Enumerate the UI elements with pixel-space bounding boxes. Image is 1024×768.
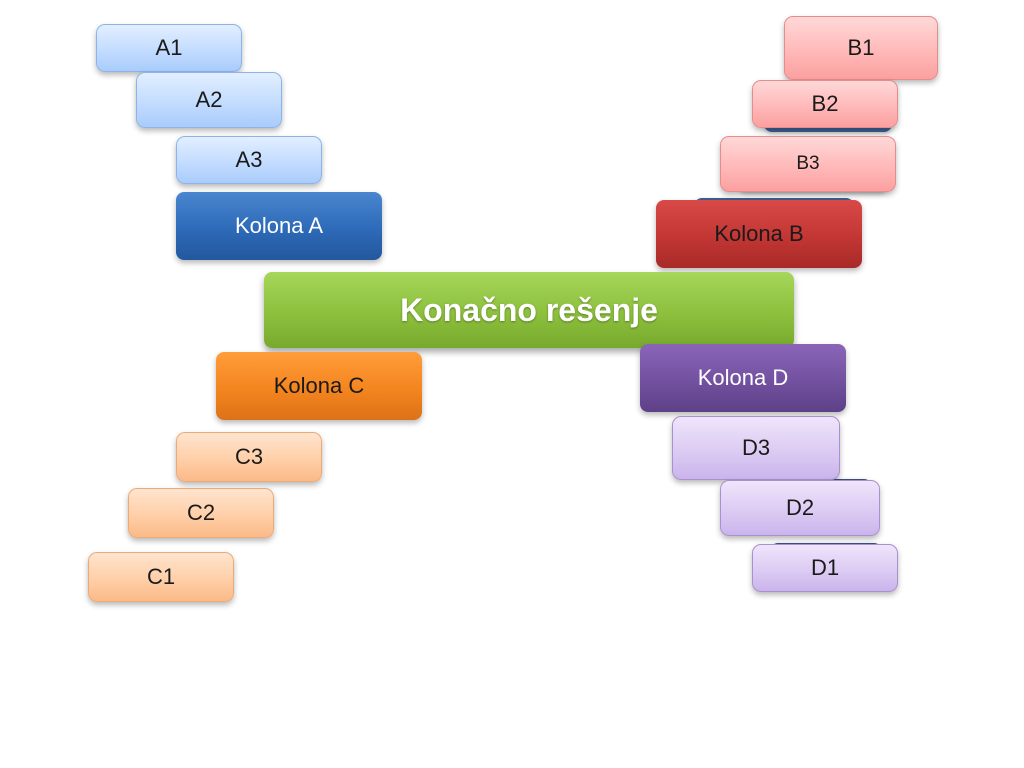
node-final-solution: Konačno rešenje xyxy=(264,272,794,348)
node-c1: C1 xyxy=(88,552,234,602)
node-d1: D1 xyxy=(752,544,898,592)
node-b2: B2 xyxy=(752,80,898,128)
node-column-a: Kolona A xyxy=(176,192,382,260)
node-d3: D3 xyxy=(672,416,840,480)
node-b3: B3 xyxy=(720,136,896,192)
node-column-b: Kolona B xyxy=(656,200,862,268)
node-a2: A2 xyxy=(136,72,282,128)
node-a3: A3 xyxy=(176,136,322,184)
node-d2: D2 xyxy=(720,480,880,536)
node-column-c: Kolona C xyxy=(216,352,422,420)
node-c2: C2 xyxy=(128,488,274,538)
node-a1: A1 xyxy=(96,24,242,72)
node-c3: C3 xyxy=(176,432,322,482)
node-b1: B1 xyxy=(784,16,938,80)
node-column-d: Kolona D xyxy=(640,344,846,412)
